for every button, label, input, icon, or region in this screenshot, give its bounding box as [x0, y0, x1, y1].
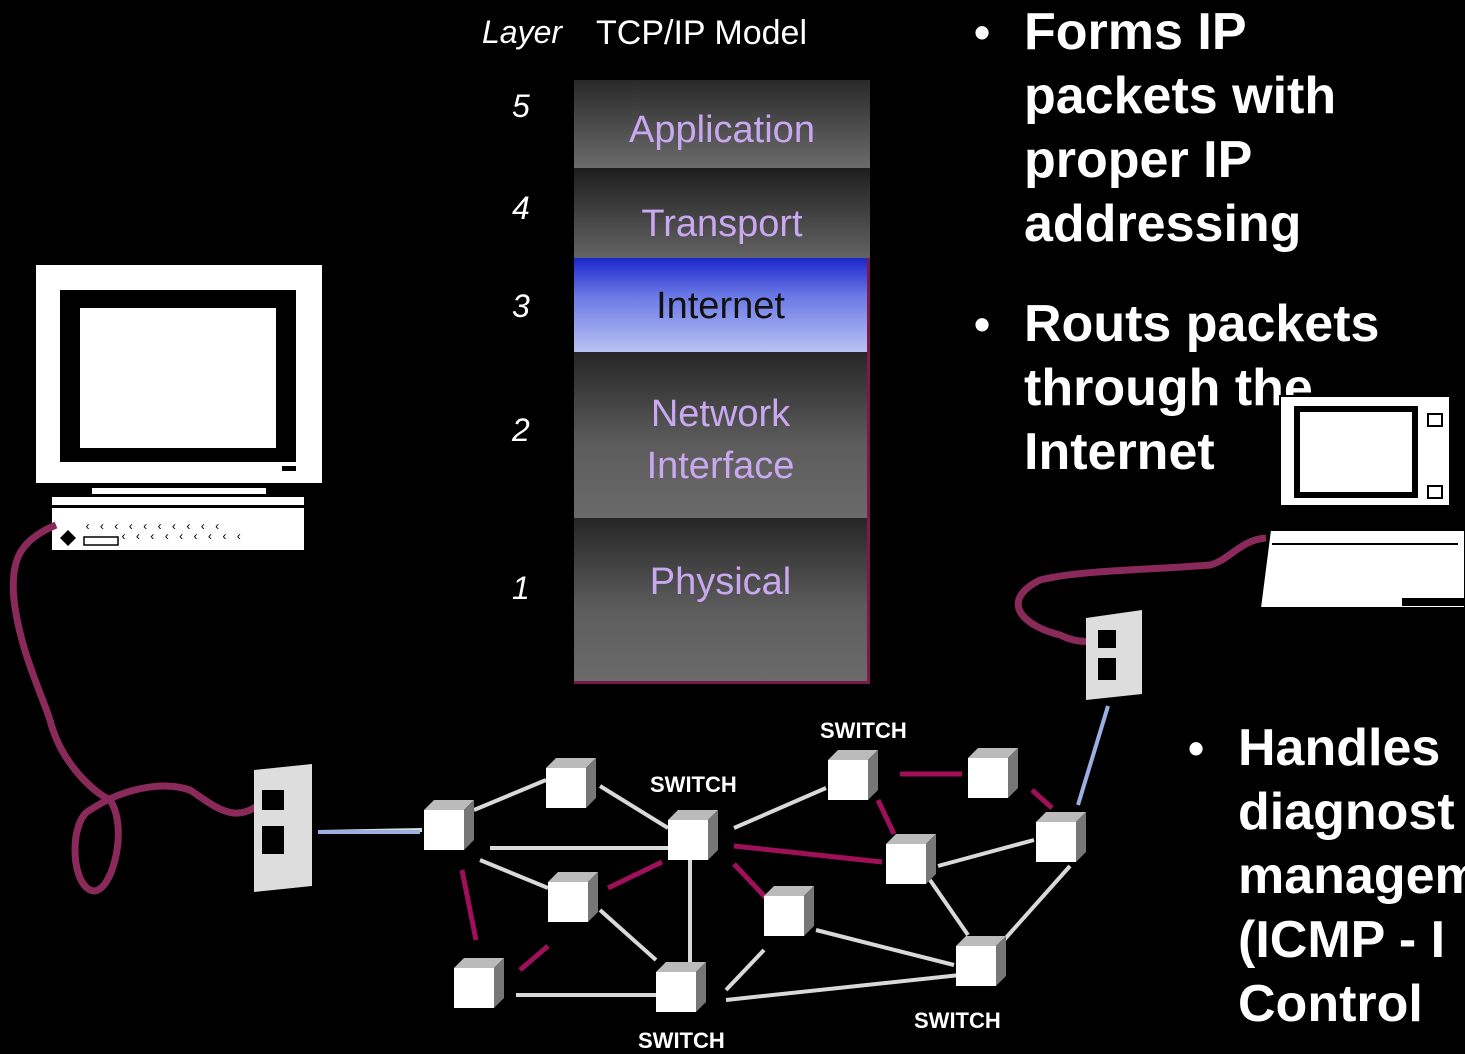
switch-icon [656, 962, 706, 1012]
layer-network-interface: Network Interface [574, 352, 870, 518]
switch-icons [424, 748, 1086, 1012]
switch-icon [828, 750, 878, 800]
switch-label: SWITCH [650, 772, 737, 797]
bullet-diagnostics: • Handles diagnost managem (ICMP - I Con… [1188, 716, 1465, 1036]
switch-icon [454, 958, 504, 1008]
switch-icon [1036, 812, 1086, 862]
switch-icon [968, 748, 1018, 798]
layer-number-3: 3 [512, 288, 530, 324]
bullet-forms-packets: • Forms IP packets with proper IP addres… [974, 0, 1464, 256]
network-links [317, 705, 1110, 1002]
bullet-dot-icon: • [974, 6, 991, 58]
layer-application: Application [574, 80, 870, 168]
bullet-line: managem [1238, 847, 1465, 905]
bullet-routes-packets: • Routs packets through the Internet [974, 292, 1464, 484]
bullet-line: Internet [1024, 423, 1215, 481]
layer-number-1: 1 [512, 570, 530, 606]
switch-icon [424, 800, 474, 850]
layer-network-label-2: Interface [646, 445, 795, 487]
bullet-dot-icon: • [974, 298, 991, 350]
laptop-icon [1258, 395, 1465, 609]
layer-internet-label: Internet [656, 285, 785, 327]
bullet-line: packets with [1024, 67, 1337, 125]
switch-label: SWITCH [914, 1008, 1001, 1033]
switch-icon [956, 936, 1006, 986]
switch-icon [668, 810, 718, 860]
switch-icon [548, 872, 598, 922]
switch-label: SWITCH [820, 718, 907, 743]
layer-physical-label: Physical [649, 561, 792, 603]
switch-label: SWITCH [638, 1028, 725, 1053]
bullet-line: (ICMP - I [1238, 911, 1446, 969]
layer-number-4: 4 [512, 190, 530, 226]
wall-jack-icon [1086, 610, 1142, 700]
desktop-cable [9, 521, 277, 895]
model-title: TCP/IP Model [596, 14, 808, 52]
bullet-dot-icon: • [1188, 722, 1205, 774]
layer-transport: Transport [574, 168, 870, 258]
layer-internet: Internet [574, 258, 870, 352]
wall-jack-icon [254, 764, 312, 892]
desktop-computer-icon: ‹ ‹ ‹ ‹ ‹ ‹ ‹ ‹ ‹ ‹ ‹ ‹ ‹ ‹ ‹ ‹ ‹ ‹ ‹ [36, 265, 322, 550]
bullet-line: through the [1024, 359, 1313, 417]
layer-number-2: 2 [512, 412, 530, 448]
switch-icon [546, 758, 596, 808]
bullet-line: diagnost [1238, 783, 1455, 841]
layer-transport-label: Transport [641, 203, 803, 245]
bullet-line: addressing [1024, 195, 1302, 253]
layer-column-header: Layer [482, 14, 563, 50]
layer-network-label-1: Network [650, 393, 791, 435]
layer-number-5: 5 [512, 88, 530, 124]
switch-icon [886, 834, 936, 884]
laptop-cable [1014, 534, 1267, 646]
bullet-line: Routs packets [1024, 295, 1380, 353]
layer-physical: Physical [574, 518, 870, 684]
bullet-line: Forms IP [1024, 3, 1247, 61]
layer-application-label: Application [629, 109, 815, 151]
network-links-active [459, 771, 1054, 972]
bullet-line: Control [1238, 975, 1423, 1033]
bullet-line: proper IP [1024, 131, 1253, 189]
svg-text:‹ ‹ ‹ ‹ ‹ ‹ ‹ ‹ ‹ ‹: ‹ ‹ ‹ ‹ ‹ ‹ ‹ ‹ ‹ ‹ [84, 520, 221, 534]
svg-text:‹ ‹ ‹ ‹ ‹ ‹ ‹ ‹ ‹: ‹ ‹ ‹ ‹ ‹ ‹ ‹ ‹ ‹ [120, 530, 242, 544]
bullet-line: Handles [1238, 719, 1441, 777]
switch-icon [764, 886, 814, 936]
